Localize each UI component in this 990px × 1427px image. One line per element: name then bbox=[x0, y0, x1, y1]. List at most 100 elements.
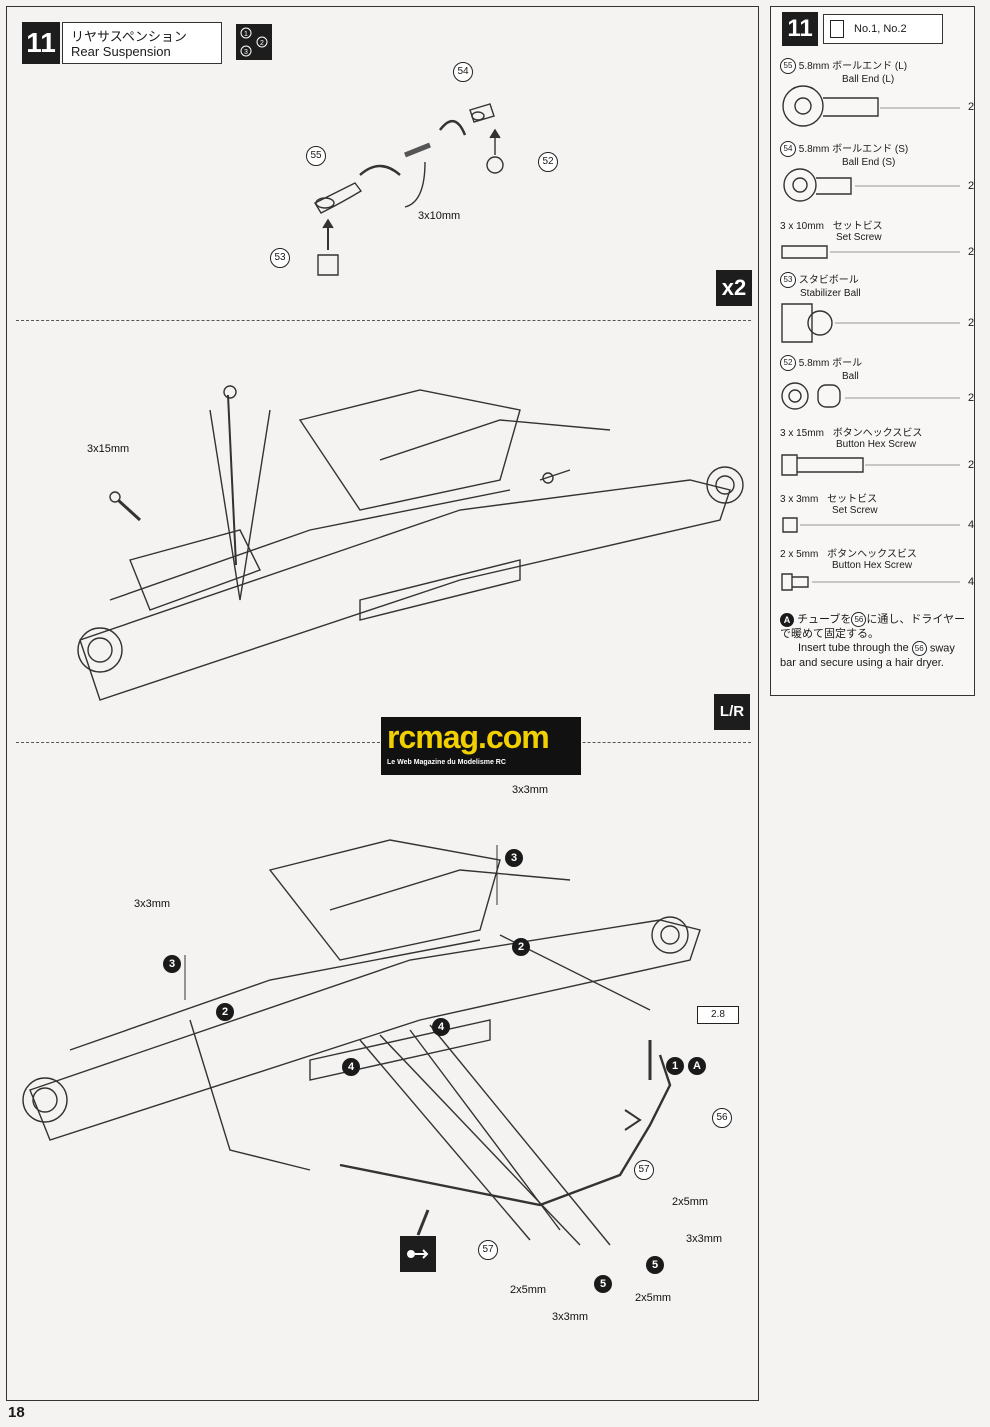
item-quantity: 2 bbox=[968, 392, 975, 404]
chassis-drawing-lower bbox=[22, 839, 701, 1246]
step-marker-4-right: 4 bbox=[432, 1018, 450, 1036]
item-number: 53 bbox=[780, 272, 796, 289]
screw-label-top-3x3: 3x3mm bbox=[512, 784, 549, 796]
item-quantity: 4 bbox=[968, 519, 975, 531]
sidebar-bag-box: No.1, No.2 bbox=[823, 14, 943, 44]
item-number: 54 bbox=[780, 141, 796, 158]
item-size: 3 x 3mm bbox=[780, 494, 819, 505]
item-quantity: 4 bbox=[968, 576, 975, 588]
part-number-53: 53 bbox=[270, 248, 290, 268]
step-marker-3-top: 3 bbox=[505, 849, 523, 867]
screw-label-left-3x3: 3x3mm bbox=[134, 898, 171, 910]
item-name-jp: ボタンヘックスビス bbox=[832, 428, 923, 439]
item-name-jp: セットビス bbox=[832, 221, 883, 232]
part-number-56: 56 bbox=[712, 1108, 732, 1128]
rcmag-logo: rcmag.com Le Web Magazine du Modelisme R… bbox=[381, 717, 581, 775]
item-name-jp: セットビス bbox=[827, 494, 878, 505]
svg-text:2: 2 bbox=[260, 40, 264, 47]
sway-bar-drawing bbox=[339, 1054, 672, 1207]
item-name-jp: ボール bbox=[832, 358, 863, 369]
item-number: 55 bbox=[780, 58, 796, 75]
item-size: 3 x 10mm bbox=[780, 221, 824, 232]
bag-icon bbox=[830, 20, 844, 38]
note-letter-a-marker: A bbox=[688, 1057, 706, 1075]
sidebar-item-ball-end-l: 55 5.8mm ボールエンド (L) Ball End (L) bbox=[780, 57, 907, 85]
sidebar-item-set-screw-3x10: 3 x 10mm セットビス Set Screw bbox=[780, 217, 883, 243]
item-size: 5.8mm bbox=[798, 358, 830, 369]
item-size: 3 x 15mm bbox=[780, 428, 824, 439]
note-en-prefix: Insert tube through the bbox=[798, 642, 909, 655]
note-jp-prefix: チューブを bbox=[797, 613, 852, 626]
item-name-en: Stabilizer Ball bbox=[800, 288, 861, 300]
item-name-en: Button Hex Screw bbox=[832, 560, 913, 571]
step-marker-5-left: 5 bbox=[594, 1275, 612, 1293]
sidebar-item-ball-end-s: 54 5.8mm ボールエンド (S) Ball End (S) bbox=[780, 140, 908, 168]
step-marker-1: 1 bbox=[666, 1057, 684, 1075]
note-part-number-en: 56 bbox=[911, 641, 927, 656]
part-number-57-right: 57 bbox=[634, 1160, 654, 1180]
item-name-jp: ボールエンド (S) bbox=[832, 144, 909, 155]
bag-label: No.1, No.2 bbox=[854, 23, 907, 35]
item-name-en: Ball bbox=[842, 371, 859, 383]
item-name-en: Ball End (S) bbox=[842, 157, 896, 169]
step-marker-3-left: 3 bbox=[163, 955, 181, 973]
page-number: 18 bbox=[8, 1404, 25, 1421]
step-number-badge: 11 bbox=[22, 22, 60, 64]
svg-text:1: 1 bbox=[244, 31, 248, 38]
screw-label-3x10: 3x10mm bbox=[418, 210, 461, 222]
main-instruction-frame bbox=[6, 6, 759, 1401]
step-title-en: Rear Suspension bbox=[71, 44, 171, 59]
item-name-jp: ボタンヘックスビス bbox=[827, 549, 917, 560]
multiplier-badge: x2 bbox=[716, 270, 752, 306]
sidebar-step-badge: 11 bbox=[782, 12, 818, 46]
step-marker-5-right: 5 bbox=[646, 1256, 664, 1274]
svg-text:3: 3 bbox=[244, 49, 248, 56]
hex-wrench-tool-icon bbox=[400, 1236, 436, 1272]
item-name-en: Ball End (L) bbox=[842, 74, 895, 86]
chassis-drawing-upper bbox=[77, 385, 744, 701]
sidebar-part-drawings bbox=[781, 85, 879, 591]
item-size: 2 x 5mm bbox=[780, 549, 819, 560]
note-part-number: 56 bbox=[851, 612, 867, 627]
item-name-en: Set Screw bbox=[832, 505, 878, 516]
sidebar-item-stabilizer-ball: 53 スタビボール Stabilizer Ball bbox=[780, 271, 861, 299]
screw-label-3x15: 3x15mm bbox=[87, 443, 130, 455]
part-number-55: 55 bbox=[306, 146, 326, 166]
step-marker-2-right: 2 bbox=[512, 938, 530, 956]
item-quantity: 2 bbox=[968, 180, 975, 192]
item-name-jp: スタビボール bbox=[798, 275, 859, 286]
item-quantity: 2 bbox=[968, 459, 975, 471]
part-number-57-left: 57 bbox=[478, 1240, 498, 1260]
screw-label-b1: 2x5mm bbox=[510, 1284, 547, 1296]
step-marker-4-left: 4 bbox=[342, 1058, 360, 1076]
panel-divider-1 bbox=[16, 320, 751, 321]
screw-label-b2: 3x3mm bbox=[552, 1311, 589, 1323]
ball-end-large-drawing bbox=[314, 182, 363, 214]
order-steps-icon: 1 2 3 bbox=[236, 24, 272, 60]
sidebar-item-button-hex-3x15: 3 x 15mm ボタンヘックスビス Button Hex Screw bbox=[780, 424, 922, 450]
note-en-suffix: sway bar and secure using a hair dryer. bbox=[780, 642, 955, 669]
note-jp-suffix: に通し、ドライヤーで暖めて固定する。 bbox=[780, 613, 966, 640]
step-title-box: リヤサスペンション Rear Suspension bbox=[62, 22, 222, 64]
logo-tagline: Le Web Magazine du Modelisme RC bbox=[387, 759, 506, 766]
sidebar-item-button-hex-2x5: 2 x 5mm ボタンヘックスビス Button Hex Screw bbox=[780, 545, 917, 571]
item-name-en: Set Screw bbox=[836, 232, 882, 243]
part-number-54: 54 bbox=[453, 62, 473, 82]
item-size: 5.8mm bbox=[798, 144, 830, 155]
note-letter: A bbox=[780, 612, 794, 627]
step-marker-2-left: 2 bbox=[216, 1003, 234, 1021]
parts-list-frame bbox=[770, 6, 975, 696]
sidebar-item-ball: 52 5.8mm ボール Ball bbox=[780, 354, 862, 382]
item-quantity: 2 bbox=[968, 317, 975, 329]
item-quantity: 2 bbox=[968, 246, 975, 258]
ratio-indicator: 2.8 bbox=[697, 1006, 739, 1024]
screw-label-b3: 2x5mm bbox=[635, 1292, 672, 1304]
screw-label-r2: 3x3mm bbox=[686, 1233, 723, 1245]
stabilizer-ball-drawing bbox=[317, 254, 339, 276]
screw-label-r1: 2x5mm bbox=[672, 1196, 709, 1208]
sidebar-item-set-screw-3x3: 3 x 3mm セットビス Set Screw bbox=[780, 490, 878, 516]
item-number: 52 bbox=[780, 355, 796, 372]
ball-drawing bbox=[486, 156, 504, 174]
